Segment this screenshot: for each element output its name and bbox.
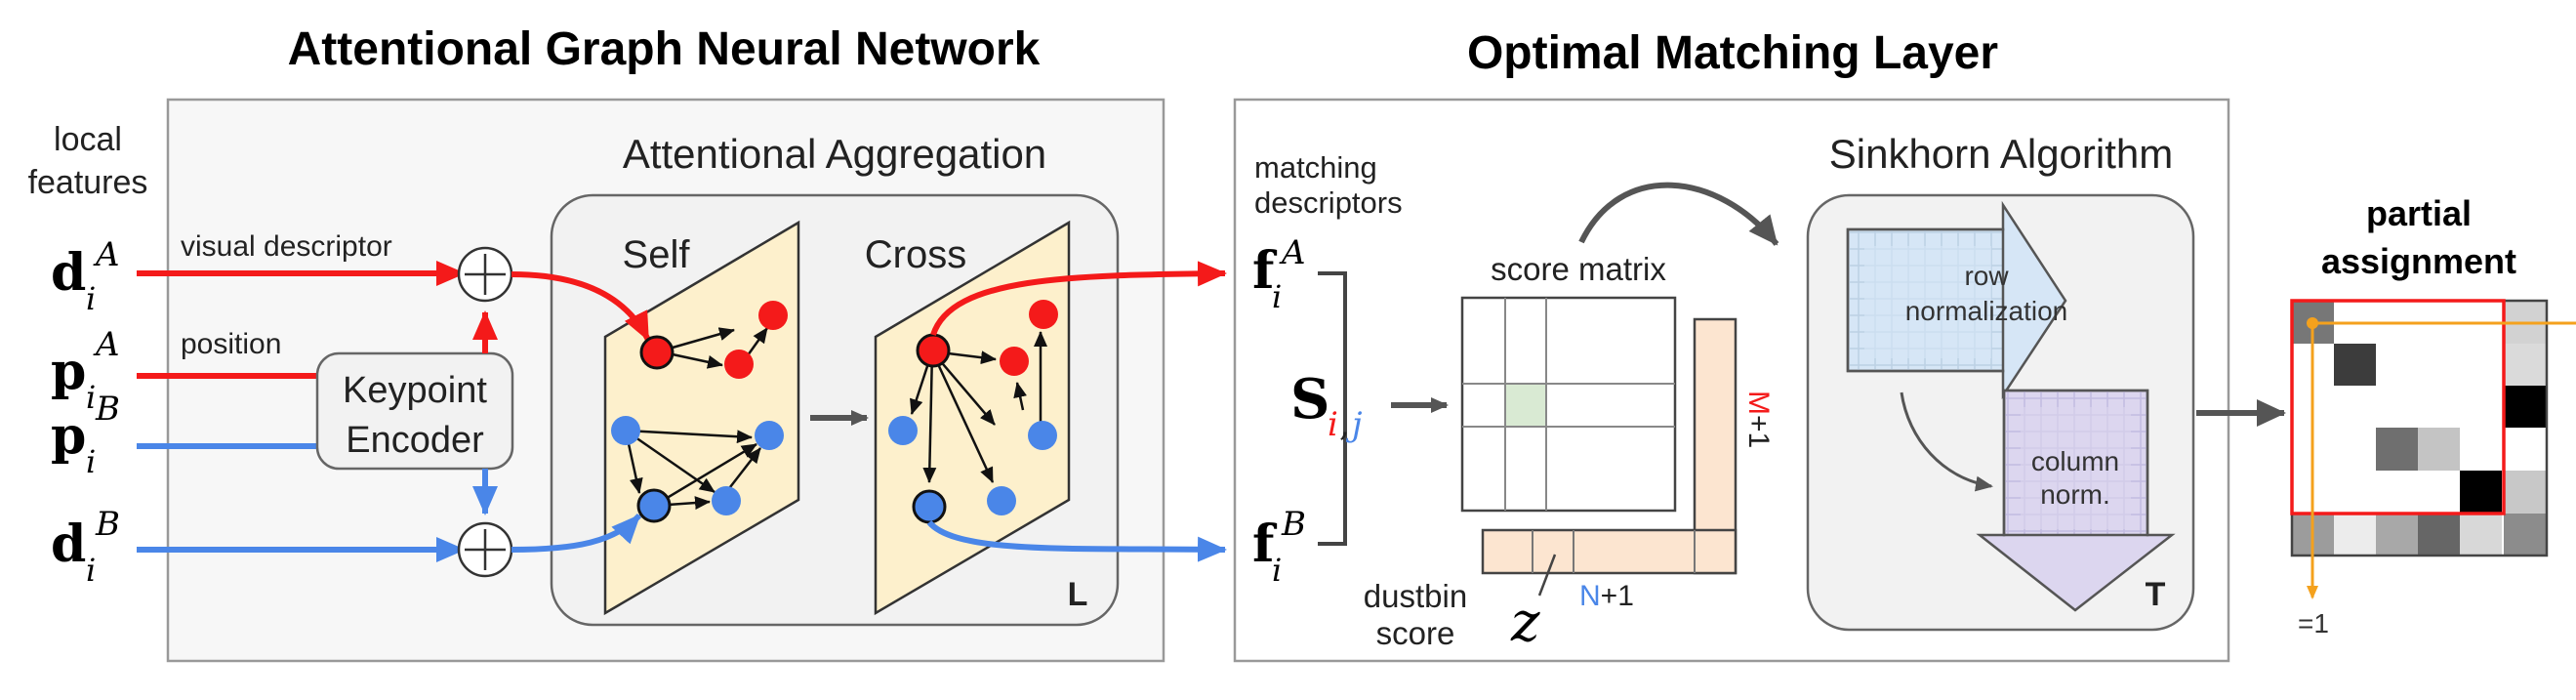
assignment-title-2: assignment [2321,241,2516,281]
z-pointer [1537,554,1557,597]
row-norm-label-1: row [1964,261,2009,291]
sinkhorn-repeat-t: T [2146,576,2166,613]
matrix-to-sinkhorn-arrow [1578,182,1779,246]
oml-title: Optimal Matching Layer [1467,27,1998,79]
m-plus-one: M+1 [1742,391,1775,448]
position-label: position [181,328,281,360]
input-p-B: piB [51,390,120,480]
score-matrix-label: score matrix [1491,251,1666,287]
aggregation-title: Attentional Aggregation [623,131,1046,177]
col-norm-label-1: column [2031,446,2119,476]
row-normalization-arrow [1846,200,2067,400]
cross-label: Cross [865,233,966,276]
z-symbol: z [1510,591,1540,654]
input-d-B: diB [51,505,120,589]
blue-output-arrow [926,519,1227,562]
encoder-label-2: Encoder [346,420,484,461]
input-p-A: piA [51,325,120,416]
input-d-A: diA [51,235,120,317]
plus-node-a [457,246,513,303]
f-B-symbol: fiB [1252,505,1306,589]
matching-label-2: descriptors [1254,185,1403,220]
score-matrix [1460,296,1677,513]
keypoint-encoder [315,351,514,471]
assignment-title-1: partial [2366,193,2472,233]
dustbin-label-2: score [1376,615,1455,651]
matching-label-1: matching [1254,150,1377,185]
gnn-title: Attentional Graph Neural Network [288,23,1041,75]
encoder-label-1: Keypoint [343,370,487,411]
col-norm-label-2: norm. [2040,479,2110,510]
row-to-col-arrow [1900,391,1993,492]
blue-curve-into-self [511,513,642,553]
self-label: Self [623,233,691,276]
cross-graph-nodes [888,300,1058,524]
row-norm-label-2: normalization [1905,296,2068,326]
local-label: local [54,121,122,158]
n-plus-one: N+1 [1579,580,1634,612]
assignment-matrix [2290,299,2549,557]
dustbin-label-1: dustbin [1364,578,1467,614]
sinkhorn-title: Sinkhorn Algorithm [1829,131,2174,177]
f-A-symbol: fiA [1252,233,1306,315]
sum-equals-one: =1 [2298,608,2329,638]
visual-descriptor-label: visual descriptor [181,230,392,263]
self-graph-nodes [611,301,788,523]
s-ij-symbol: Si,j [1290,367,1363,444]
aggregation-repeat-l: L [1068,576,1088,613]
column-normalization-arrow [1976,389,2176,612]
descriptor-bracket [1318,271,1347,546]
red-curve-into-self [511,271,651,342]
plus-node-b [457,521,513,578]
features-label: features [28,164,148,201]
red-output-arrow [930,261,1227,337]
dustbin-row [1481,528,1738,575]
